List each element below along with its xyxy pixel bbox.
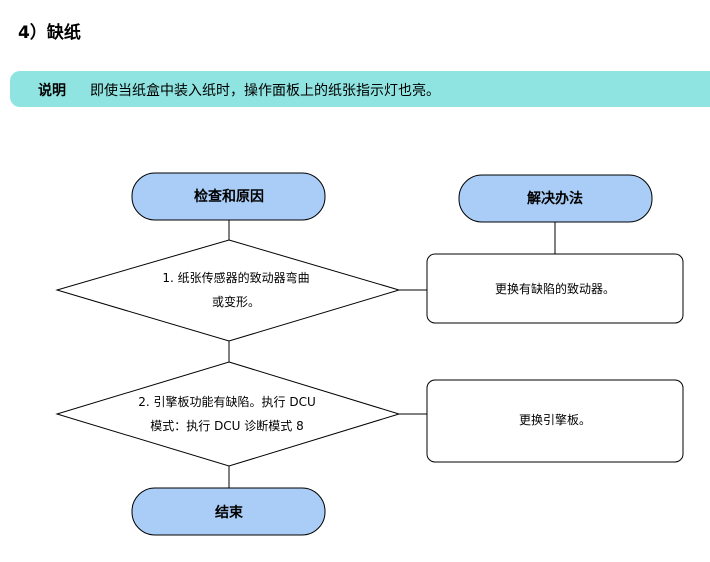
solution1-box (426, 253, 684, 324)
solution2-text: 更换引擎板。 (519, 412, 591, 427)
solution-header-label: 解决办法 (527, 190, 583, 207)
solution-header-terminal (458, 174, 653, 223)
check-header-label: 检查和原因 (194, 188, 264, 205)
end-label: 结束 (215, 504, 244, 521)
section-heading: 4）缺纸 (18, 23, 81, 43)
note-text: 即使当纸盒中装入纸时，操作面板上的纸张指示灯也亮。 (90, 83, 440, 99)
decision-step1 (55, 239, 401, 342)
solution2-box (426, 379, 684, 463)
step2-text-line2: 模式：执行 DCU 诊断模式 8 (150, 418, 303, 433)
end-terminal (131, 487, 326, 536)
note-banner: 说明 即使当纸盒中装入纸时，操作面板上的纸张指示灯也亮。 (10, 71, 710, 107)
step1-text-line2: 或变形。 (212, 294, 260, 309)
decision-step2 (55, 361, 401, 467)
step2-text-line1: 2. 引擎板功能有缺陷。执行 DCU (138, 394, 315, 409)
step1-text-line1: 1. 纸张传感器的致动器弯曲 (162, 270, 309, 285)
solution1-text: 更换有缺陷的致动器。 (495, 281, 615, 296)
note-label: 说明 (38, 83, 66, 99)
check-header-terminal (131, 172, 326, 221)
